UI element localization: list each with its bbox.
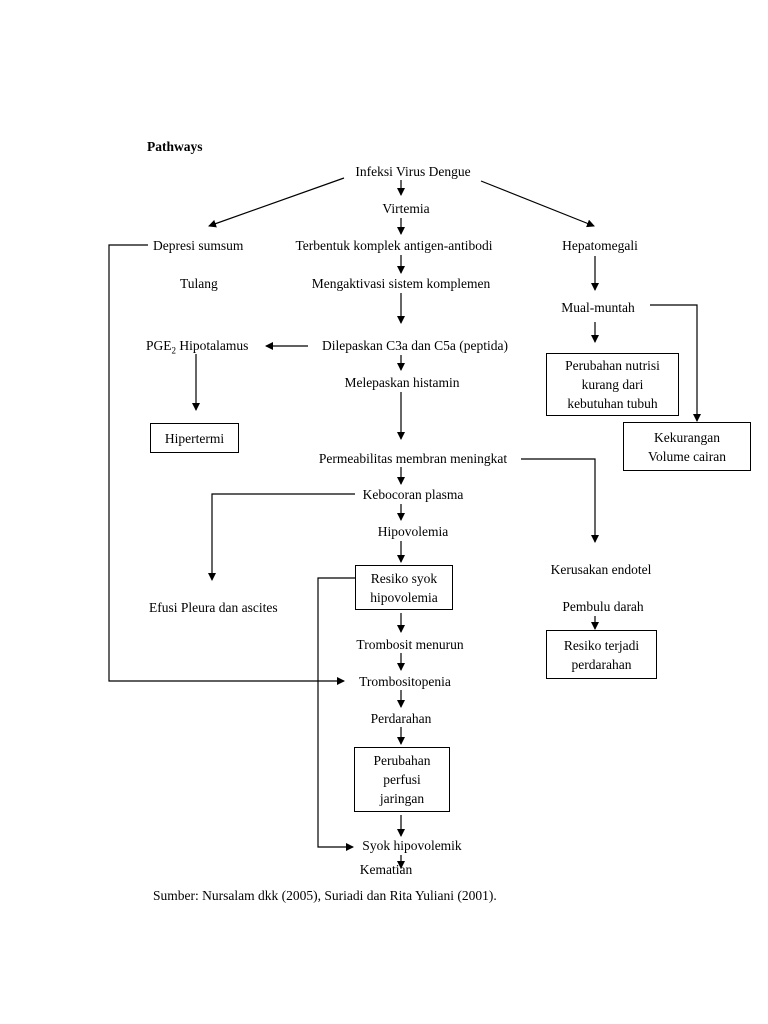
arrow-depresi-trombositopenia — [108, 244, 345, 685]
node-mengaktivasi: Mengaktivasi sistem komplemen — [311, 276, 491, 291]
node-kebocoran: Kebocoran plasma — [362, 487, 464, 502]
box-perubahan-perfusi: Perubahan perfusi jaringan — [354, 747, 450, 812]
node-pge: PGE2 Hipotalamus — [146, 338, 249, 356]
node-hipovolemia: Hipovolemia — [377, 524, 449, 539]
node-kematian: Kematian — [359, 862, 413, 877]
box-resiko-perdarahan: Resiko terjadi perdarahan — [546, 630, 657, 679]
node-virtemia: Virtemia — [382, 201, 430, 216]
node-pembulu: Pembulu darah — [562, 599, 644, 614]
arrow-infeksi-hepatomegali — [480, 180, 595, 228]
node-perdarahan: Perdarahan — [370, 711, 432, 726]
arrow-mual-kekurangan — [650, 304, 701, 422]
node-hepatomegali: Hepatomegali — [562, 238, 638, 253]
box-kekurangan-cairan: Kekurangan Volume cairan — [623, 422, 751, 471]
arrow-kebocoran-efusi — [208, 493, 355, 581]
node-kerusakan: Kerusakan endotel — [550, 562, 652, 577]
node-melepaskan: Melepaskan histamin — [344, 375, 460, 390]
arrow-resiko-syok-hipovolemik — [317, 577, 355, 851]
box-resiko-syok: Resiko syok hipovolemia — [355, 565, 453, 610]
node-depresi: Depresi sumsum — [153, 238, 244, 253]
node-mual: Mual-muntah — [561, 300, 635, 315]
diagram-title: Pathways — [147, 139, 203, 154]
arrow-infeksi-depresi — [208, 177, 345, 228]
node-efusi: Efusi Pleura dan ascites — [149, 600, 278, 615]
node-dilepaskan: Dilepaskan C3a dan C5a (peptida) — [322, 338, 508, 353]
box-perubahan-nutrisi: Perubahan nutrisi kurang dari kebutuhan … — [546, 353, 679, 416]
node-terbentuk: Terbentuk komplek antigen-antibodi — [295, 238, 493, 253]
source-citation: Sumber: Nursalam dkk (2005), Suriadi dan… — [153, 888, 497, 903]
node-infeksi: Infeksi Virus Dengue — [355, 164, 471, 179]
node-syok: Syok hipovolemik — [362, 838, 462, 853]
node-tulang: Tulang — [180, 276, 218, 291]
node-permeabilitas: Permeabilitas membran meningkat — [318, 451, 508, 466]
node-trombositopenia: Trombositopenia — [359, 674, 451, 689]
arrow-permeabilitas-kerusakan — [521, 458, 599, 543]
node-trombosit: Trombosit menurun — [356, 637, 464, 652]
box-hipertermi: Hipertermi — [150, 423, 239, 453]
